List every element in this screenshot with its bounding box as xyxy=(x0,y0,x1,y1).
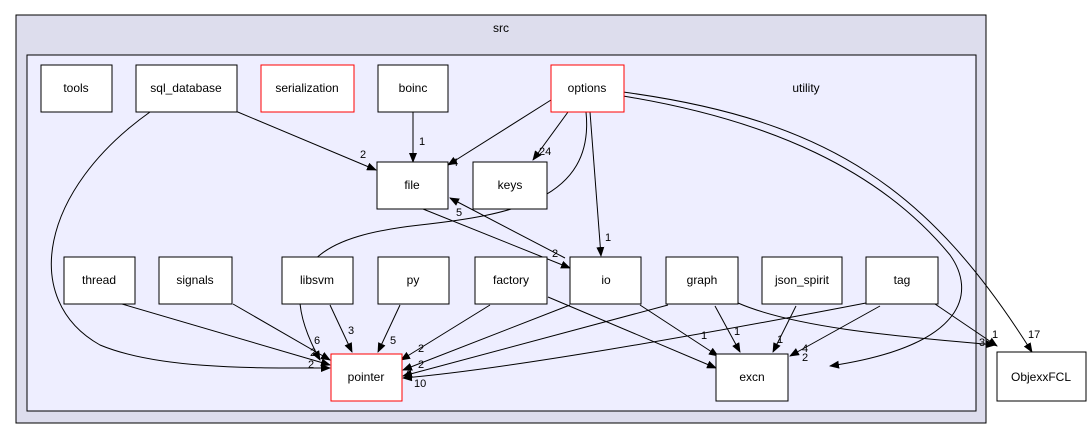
edge-label-file-io: 2 xyxy=(552,248,558,260)
edge-label-io-pointer: 2 xyxy=(418,359,424,371)
node-options[interactable]: options xyxy=(550,64,625,113)
edge-sql_database-file xyxy=(232,109,377,171)
node-factory[interactable]: factory xyxy=(474,256,548,305)
edge-options-io xyxy=(589,111,605,257)
edge-label-sql_database-file: 2 xyxy=(360,149,366,161)
edge-graph-pointer xyxy=(402,304,669,378)
edge-factory-pointer xyxy=(400,304,491,361)
node-boinc[interactable]: boinc xyxy=(377,64,449,113)
edge-label-options-objexxfcl: 17 xyxy=(1028,329,1040,341)
node-libsvm-label: libsvm xyxy=(300,273,334,287)
node-file[interactable]: file xyxy=(376,161,449,210)
edge-label-graph-pointer: 7 xyxy=(404,367,410,379)
edge-tag-excn xyxy=(789,305,881,357)
node-py-label: py xyxy=(407,273,420,287)
node-tag[interactable]: tag xyxy=(865,256,939,305)
node-graph-label: graph xyxy=(687,273,718,287)
cluster-src-label: src xyxy=(493,21,509,35)
edge-label-tag-objexxfcl: 1 xyxy=(992,329,998,341)
edge-io-excn xyxy=(639,304,719,357)
edge-io-file xyxy=(449,197,566,259)
edge-sql_database-pointer xyxy=(50,111,331,373)
node-factory-label: factory xyxy=(493,273,529,287)
edge-label-graph-excn: 1 xyxy=(734,326,740,338)
edge-label-factory-pointer: 2 xyxy=(418,343,424,355)
node-serialization[interactable]: serialization xyxy=(260,64,355,113)
edge-labels: 2 1 4 24 1 17 2 5 2 6 3 5 2 2 1 7 1 3 1 … xyxy=(308,136,1040,390)
edge-options-excn xyxy=(622,95,962,369)
node-objexxfcl[interactable]: ObjexxFCL xyxy=(996,351,1087,402)
node-io[interactable]: io xyxy=(569,256,642,305)
node-tools[interactable]: tools xyxy=(40,64,113,113)
edge-label-signals-pointer: 6 xyxy=(314,335,320,347)
node-thread[interactable]: thread xyxy=(63,256,136,305)
edge-label-libsvm-pointer: 3 xyxy=(348,325,354,337)
node-boinc-label: boinc xyxy=(399,81,428,95)
edge-options-objexxfcl xyxy=(622,91,1033,353)
edge-label-options-io: 1 xyxy=(605,232,611,244)
node-io-label: io xyxy=(601,273,611,287)
node-sql_database[interactable]: sql_database xyxy=(135,64,238,113)
edge-label-sql_database-pointer: 2 xyxy=(310,347,316,359)
edge-signals-pointer xyxy=(232,303,331,361)
cluster-utility-frame xyxy=(26,54,977,412)
edge-thread-pointer xyxy=(121,303,331,367)
edge-label-tag-excn: 2 xyxy=(802,352,808,364)
edge-tag-objexxfcl xyxy=(934,303,998,347)
edge-label-io-excn: 1 xyxy=(701,330,707,342)
edge-py-pointer xyxy=(377,304,401,353)
node-graph[interactable]: graph xyxy=(665,256,739,305)
node-serialization-label: serialization xyxy=(275,81,338,95)
edge-label-io-file: 5 xyxy=(456,207,462,219)
edge-tag-pointer xyxy=(402,302,867,382)
edge-label-boinc-file: 1 xyxy=(419,136,425,148)
edge-factory-excn xyxy=(547,296,717,369)
node-pointer-label: pointer xyxy=(348,370,385,384)
node-tools-label: tools xyxy=(63,81,88,95)
node-keys-label: keys xyxy=(498,178,523,192)
edge-graph-objexxfcl xyxy=(737,302,996,349)
node-thread-label: thread xyxy=(82,273,116,287)
node-excn[interactable]: excn xyxy=(715,353,789,402)
edge-label-options-excn: 4 xyxy=(802,343,808,355)
nodes: tools sql_database serialization boinc o… xyxy=(40,64,1087,402)
node-json_spirit-label: json_spirit xyxy=(774,273,830,287)
node-signals[interactable]: signals xyxy=(158,256,233,305)
edge-label-options-keys: 24 xyxy=(539,146,551,158)
node-keys[interactable]: keys xyxy=(472,161,548,210)
node-sql_database-label: sql_database xyxy=(150,81,222,95)
node-objexxfcl-label: ObjexxFCL xyxy=(1011,370,1071,384)
node-pointer[interactable]: pointer xyxy=(330,353,403,402)
edge-io-pointer xyxy=(402,304,571,371)
node-py[interactable]: py xyxy=(377,256,450,305)
cluster-utility-label: utility xyxy=(792,81,819,95)
edge-options-keys xyxy=(532,111,569,161)
edge-label-py-pointer: 5 xyxy=(390,335,396,347)
node-file-label: file xyxy=(404,178,420,192)
node-libsvm[interactable]: libsvm xyxy=(281,256,354,305)
cluster-utility: utility xyxy=(26,54,977,412)
edge-label-graph-objexxfcl: 3 xyxy=(979,337,985,349)
edge-libsvm-pointer xyxy=(329,304,353,353)
node-options-label: options xyxy=(568,81,607,95)
edge-options-file xyxy=(447,99,552,166)
node-excn-label: excn xyxy=(739,370,764,384)
edge-json_spirit-excn xyxy=(772,305,797,353)
edge-label-json_spirit-excn: 1 xyxy=(777,334,783,346)
edge-label-tag-pointer: 10 xyxy=(414,378,426,390)
edge-label-options-file: 4 xyxy=(452,157,458,169)
edge-label-thread-pointer: 2 xyxy=(308,359,314,371)
node-json_spirit[interactable]: json_spirit xyxy=(761,256,843,305)
node-tag-label: tag xyxy=(894,273,911,287)
node-signals-label: signals xyxy=(176,273,213,287)
